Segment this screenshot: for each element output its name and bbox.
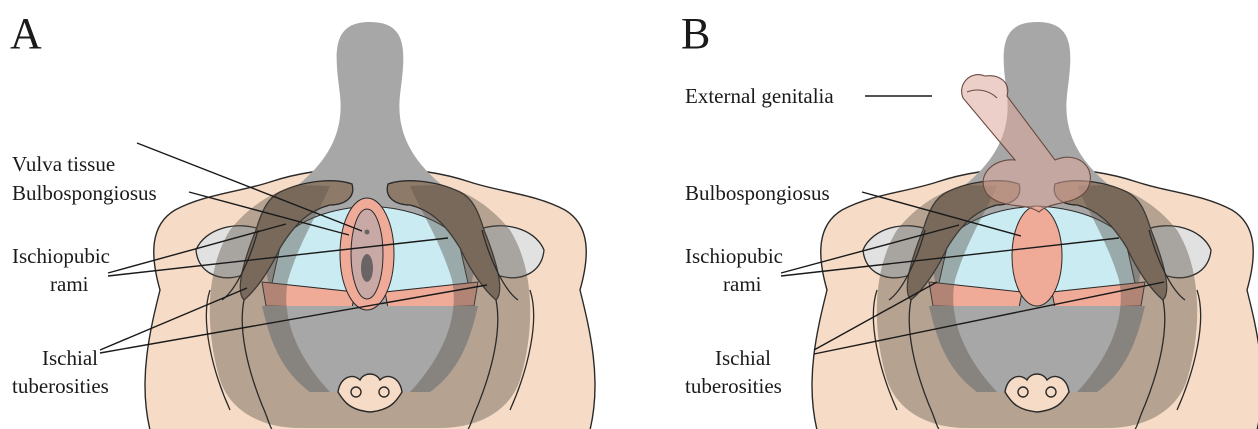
label-ischiopubic-a-line1: Ischiopubic [12, 244, 110, 268]
label-ischiopubic-b-line2: rami [723, 272, 762, 296]
panel-letter-b: B [681, 9, 710, 58]
label-ischial-a-line1: Ischial [42, 346, 98, 370]
vulva-tissue-shape [340, 198, 394, 310]
label-ischial-b-line1: Ischial [715, 346, 771, 370]
label-ischiopubic-a-line2: rami [50, 272, 89, 296]
panel-b: B External genitalia Bulbospongiosus Isc… [681, 9, 1258, 429]
label-bulbospongiosus-b: Bulbospongiosus [685, 181, 830, 205]
bulbospongiosus-shape-b [1012, 206, 1062, 306]
label-ischial-a-line2: tuberosities [12, 374, 109, 398]
label-external-genitalia: External genitalia [685, 84, 834, 108]
label-vulva-tissue: Vulva tissue [12, 152, 115, 176]
label-ischiopubic-b-line1: Ischiopubic [685, 244, 783, 268]
label-ischial-b-line2: tuberosities [685, 374, 782, 398]
label-bulbospongiosus-a: Bulbospongiosus [12, 181, 157, 205]
panel-letter-a: A [10, 9, 42, 58]
panel-a: A Vulva tissue Bulbospongiosus Ischiopub… [10, 9, 595, 429]
